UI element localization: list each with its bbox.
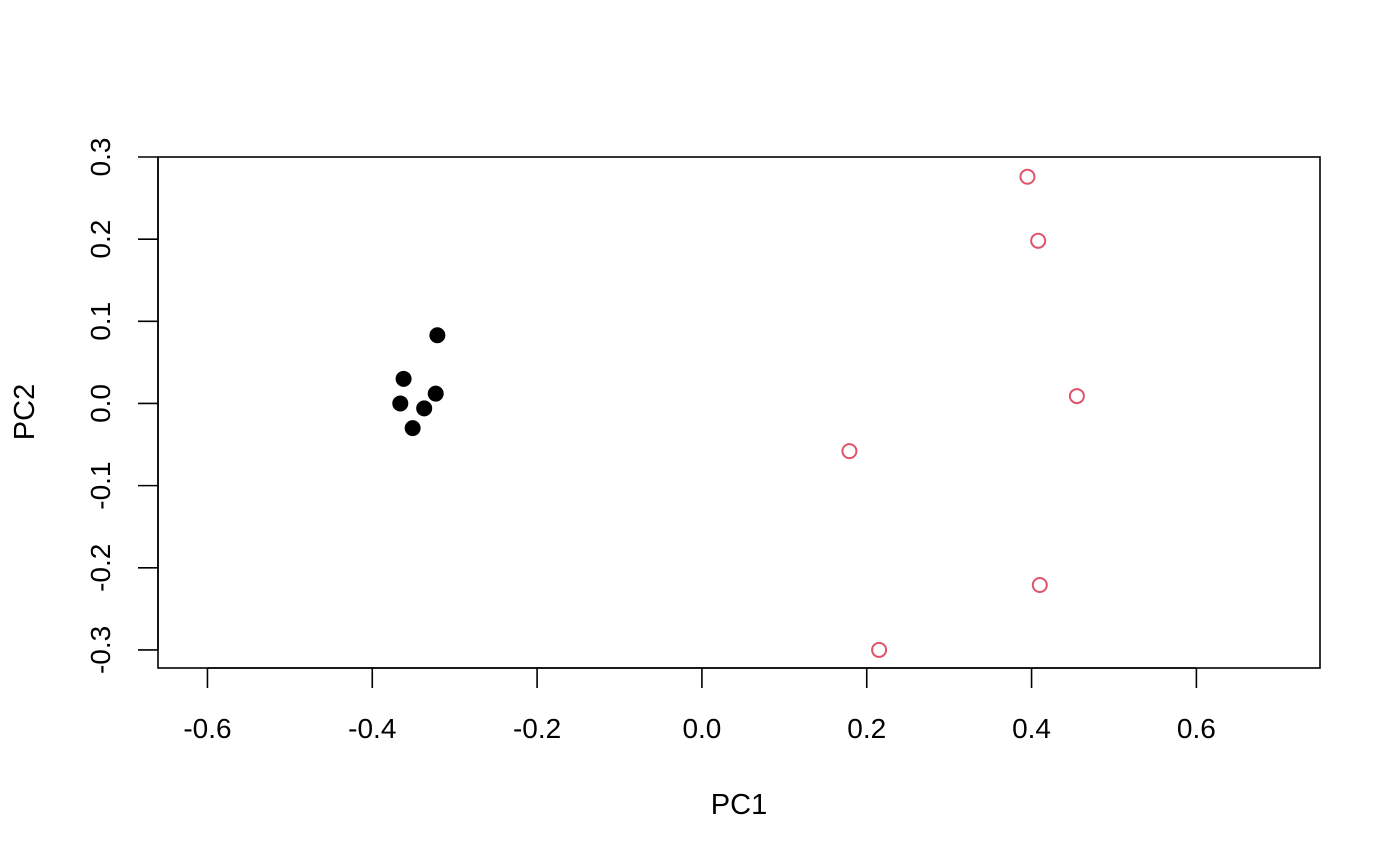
data-point-series-1	[416, 400, 433, 417]
y-tick-label: 0.2	[85, 220, 116, 259]
y-tick-label: 0.3	[85, 138, 116, 177]
x-axis-title: PC1	[711, 789, 767, 821]
data-point-series-1	[429, 327, 446, 344]
data-point-series-1	[392, 395, 409, 412]
y-tick-label: -0.2	[85, 544, 116, 592]
data-point-series-2	[1068, 388, 1085, 405]
x-tick-label: 0.0	[682, 713, 721, 744]
data-point-series-2	[871, 641, 888, 658]
data-point-series-1	[404, 420, 421, 437]
y-tick-label: 0.1	[85, 302, 116, 341]
y-tick-label: -0.1	[85, 461, 116, 509]
data-point-series-2	[1019, 168, 1036, 185]
data-points	[392, 168, 1085, 658]
data-point-series-2	[1030, 232, 1047, 249]
x-tick-label: -0.2	[513, 713, 561, 744]
data-point-series-1	[395, 370, 412, 387]
x-tick-label: 0.4	[1012, 713, 1051, 744]
data-point-series-2	[841, 443, 858, 460]
data-point-series-1	[427, 385, 444, 402]
y-axis: -0.3 -0.2 -0.1 0.0 0.1 0.2 0.3	[85, 138, 159, 674]
x-tick-label: -0.4	[348, 713, 396, 744]
plot-frame	[157, 156, 1321, 669]
x-tick-label: -0.6	[183, 713, 231, 744]
x-tick-label: 0.2	[847, 713, 886, 744]
y-axis-title: PC2	[9, 384, 41, 440]
x-axis: -0.6 -0.4 -0.2 0.0 0.2 0.4 0.6	[183, 667, 1216, 744]
y-tick-label: 0.0	[85, 384, 116, 423]
y-tick-label: -0.3	[85, 626, 116, 674]
data-point-series-2	[1031, 577, 1048, 594]
x-tick-label: 0.6	[1177, 713, 1216, 744]
